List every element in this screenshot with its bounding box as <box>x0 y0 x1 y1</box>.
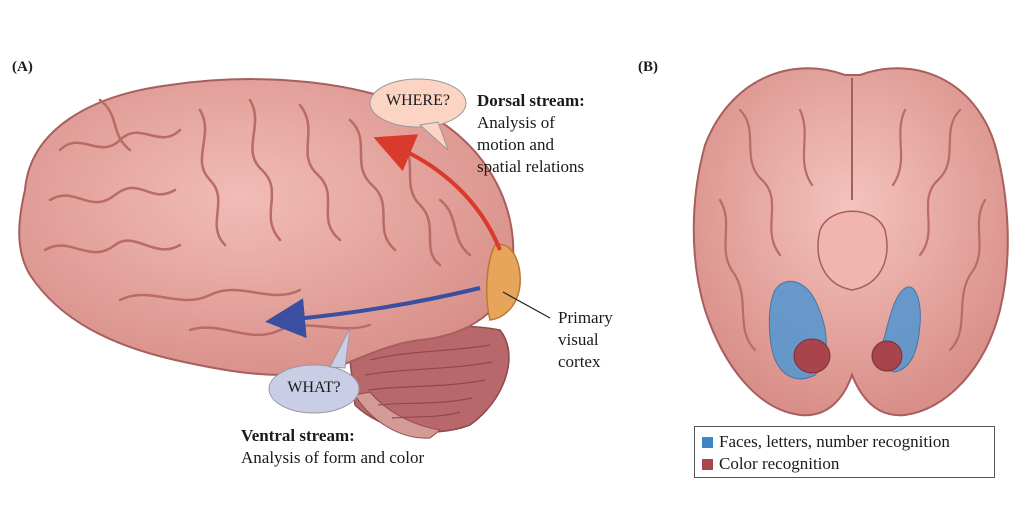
legend-item-color: Color recognition <box>702 454 839 474</box>
ventral-stream-title: Ventral stream: <box>241 426 355 445</box>
ventral-stream-caption: Ventral stream: Analysis of form and col… <box>241 425 424 469</box>
dorsal-stream-caption: Dorsal stream: Analysis of motion and sp… <box>477 90 585 178</box>
what-bubble-text: WHAT? <box>287 379 341 396</box>
ventral-stream-arrow <box>265 286 481 339</box>
panel-a-label: (A) <box>12 59 33 75</box>
faces-swatch <box>702 436 713 448</box>
right-color-region <box>871 340 903 372</box>
legend-color-label: Color recognition <box>719 454 840 473</box>
dorsal-line-1: Analysis of <box>477 113 555 132</box>
primary-line-3: cortex <box>558 352 601 371</box>
ventral-line: Analysis of form and color <box>241 448 425 467</box>
primary-cortex-pointer <box>502 291 551 319</box>
ventral-brain <box>692 67 1009 417</box>
dorsal-stream-title: Dorsal stream: <box>477 91 585 110</box>
brainstem-shape <box>354 391 442 439</box>
dorsal-stream-arrow <box>373 134 502 251</box>
where-bubble <box>369 78 467 151</box>
dorsal-line-2: motion and <box>477 135 554 154</box>
where-bubble-text: WHERE? <box>386 92 450 109</box>
legend-item-faces: Faces, letters, number recognition <box>702 432 950 452</box>
what-bubble <box>268 327 360 414</box>
color-swatch <box>702 458 713 470</box>
dorsal-line-3: spatial relations <box>477 157 585 176</box>
panel-b-label: (B) <box>638 59 658 75</box>
primary-line-2: visual <box>558 330 599 349</box>
primary-line-1: Primary <box>558 308 613 327</box>
left-color-region <box>793 338 831 374</box>
primary-visual-cortex-patch <box>485 243 521 321</box>
legend-faces-label: Faces, letters, number recognition <box>719 432 950 451</box>
primary-visual-cortex-label: Primary visual cortex <box>558 307 613 373</box>
legend: Faces, letters, number recognition Color… <box>694 426 995 478</box>
